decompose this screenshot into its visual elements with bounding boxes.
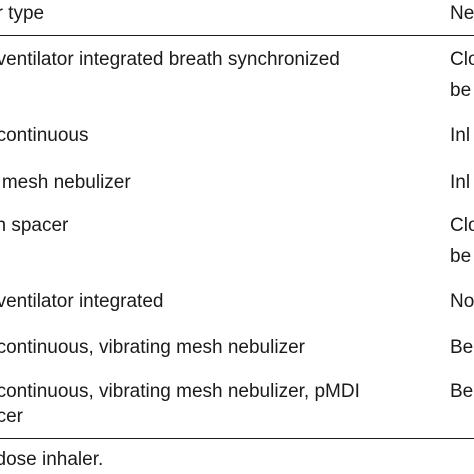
table-row-2-col2: Inl: [450, 125, 471, 146]
table-row-7-col2: Be: [450, 381, 474, 402]
table-row-7-col1-line2: acer: [0, 406, 23, 427]
header-rule: [0, 35, 474, 36]
table-row-4-col1: ith spacer: [0, 215, 69, 236]
table-footnote: l dose inhaler.: [0, 449, 104, 470]
table-row-1-col1-line1: –ventilator integrated breath synchroniz…: [0, 49, 340, 70]
table-row-2-col1: –continuous: [0, 125, 89, 146]
table-row-5-col1: –ventilator integrated: [0, 291, 164, 312]
column-header-inhaler-type: er type: [0, 3, 45, 24]
table-row-7-col1-line1: –continuous, vibrating mesh nebulizer, p…: [0, 381, 360, 402]
table-row-3-col2: Inl: [450, 172, 471, 193]
table-row-5-col2: No: [450, 291, 474, 312]
bottom-rule: [0, 438, 474, 439]
table-row-3-col1: g mesh nebulizer: [0, 172, 131, 193]
table-row-4-col2-line1: Clo: [450, 215, 474, 236]
table-row-6-col2: Be: [450, 337, 474, 358]
table-row-1-col2-line1: Clo: [450, 49, 474, 70]
table-row-6-col1: –continuous, vibrating mesh nebulizer: [0, 337, 305, 358]
table-row-1-col2-line2: be: [450, 80, 472, 101]
column-header-ne: Ne: [450, 3, 474, 24]
table-row-4-col2-line2: be: [450, 246, 472, 267]
